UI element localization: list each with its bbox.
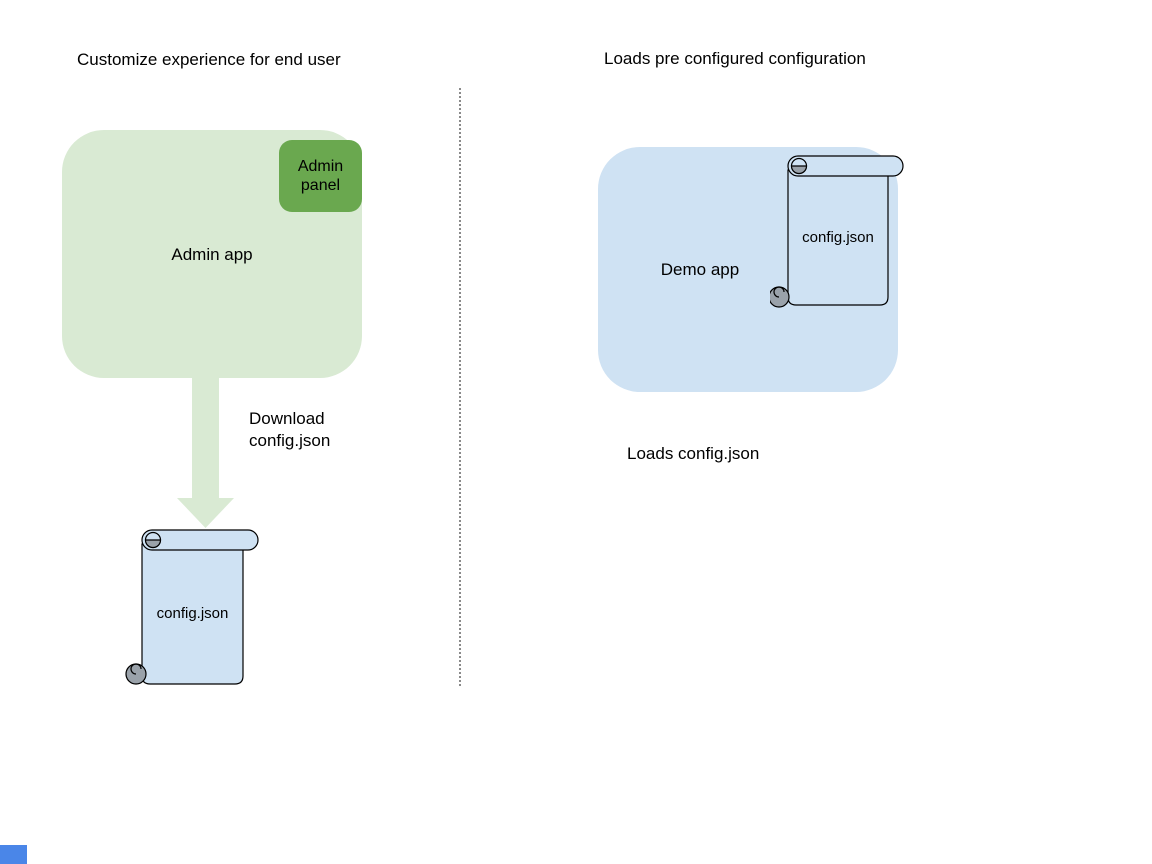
config-file-label-right: config.json — [802, 229, 874, 246]
admin-app-label: Admin app — [171, 245, 253, 264]
right-section-title: Loads pre configured configuration — [604, 49, 866, 68]
left-section-title: Customize experience for end user — [77, 50, 341, 69]
scroll-curl-top-shade — [790, 165, 808, 175]
admin-panel-box: Admin panel — [279, 140, 362, 212]
download-caption: Download config.json — [249, 409, 331, 450]
config-file-label-left: config.json — [156, 605, 229, 622]
scroll-top-roll — [141, 529, 259, 551]
config-file-scroll-right — [770, 155, 904, 308]
scroll-curl-top-shade — [144, 539, 162, 549]
demo-app-label: Demo app — [660, 260, 740, 279]
config-file-scroll-left — [125, 529, 259, 685]
scroll-top-roll — [787, 155, 904, 177]
loads-config-caption: Loads config.json — [627, 444, 760, 463]
admin-panel-label: Admin panel — [297, 158, 344, 194]
scroll-curl-bottom-spiral — [773, 286, 785, 298]
section-divider — [459, 88, 461, 687]
corner-blue-artifact — [0, 845, 27, 864]
down-arrow-icon — [177, 377, 234, 528]
scroll-curl-bottom-icon — [770, 286, 790, 308]
download-arrow — [177, 377, 234, 528]
scroll-curl-bottom-spiral — [130, 663, 142, 675]
